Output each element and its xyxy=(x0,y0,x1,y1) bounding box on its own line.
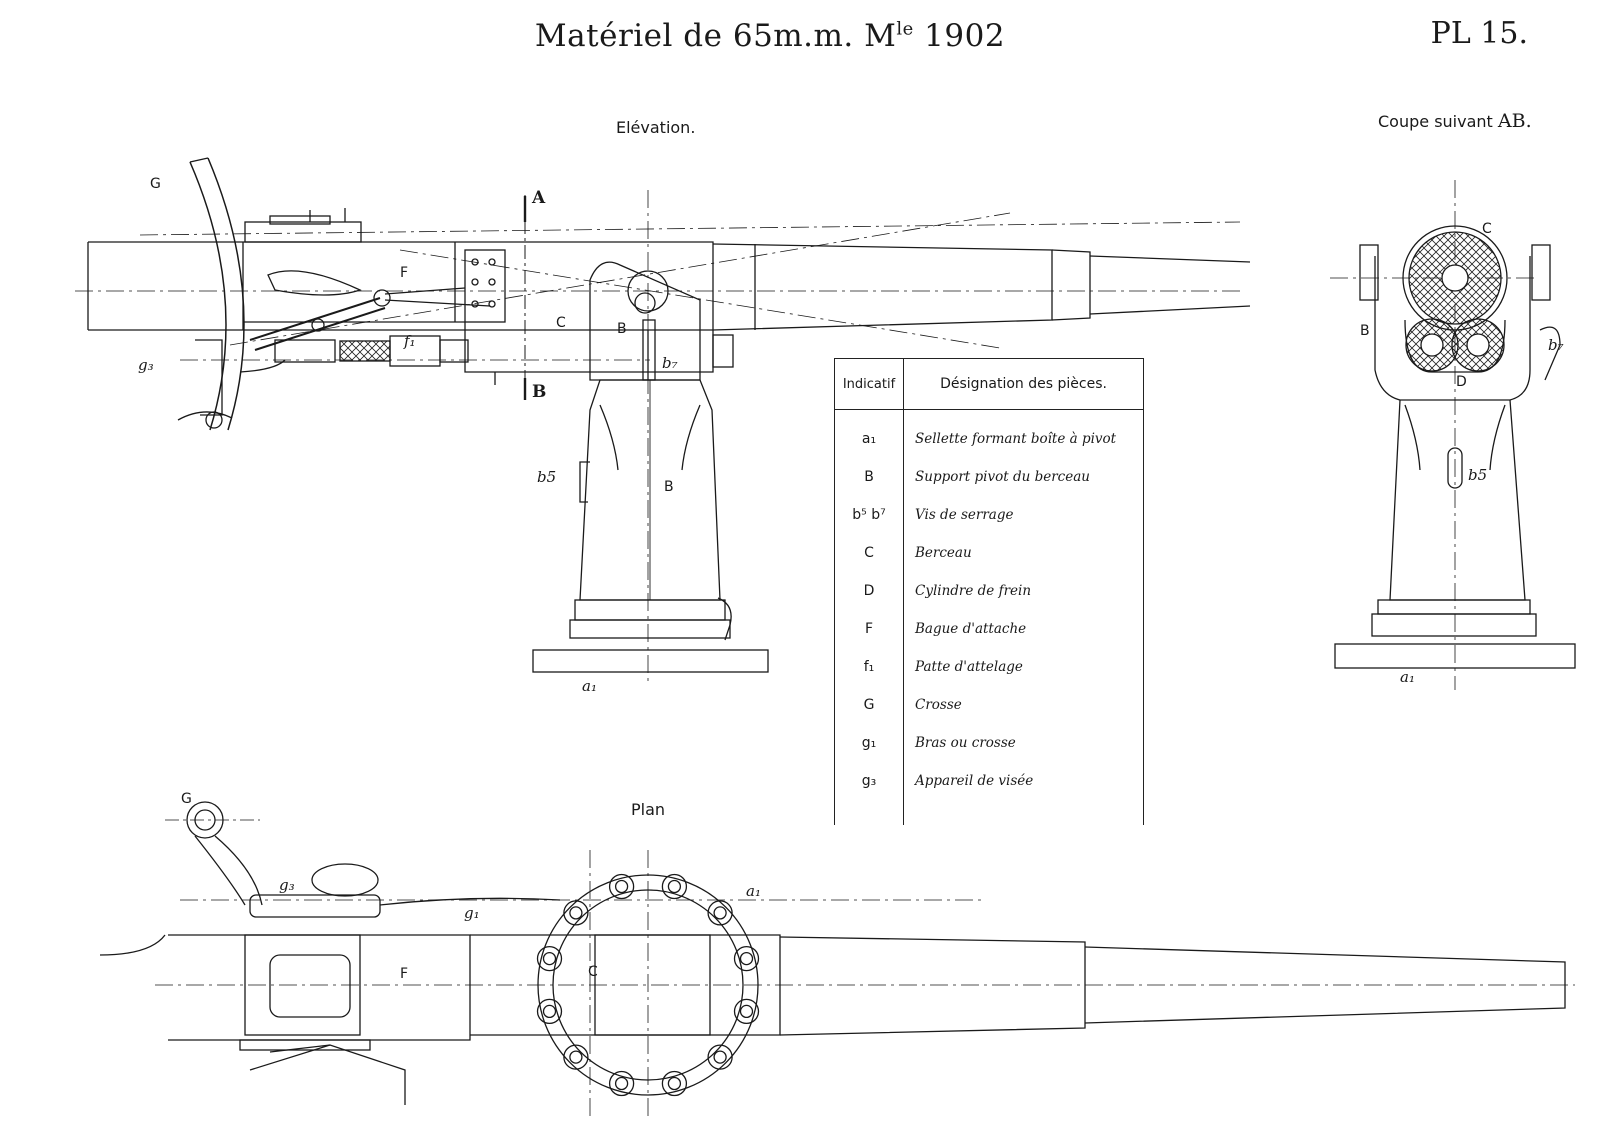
legend-key: a₁ xyxy=(861,431,877,447)
legend-row: G Crosse xyxy=(835,686,1143,724)
bolt-circle xyxy=(667,879,682,894)
elev-label-G: G xyxy=(150,176,161,192)
bolt-circle xyxy=(536,945,563,972)
legend-desc: Patte d'attelage xyxy=(915,659,1023,675)
bolt-circle xyxy=(608,873,635,900)
sec-label-a1: a₁ xyxy=(1400,668,1415,686)
bolt-circle xyxy=(667,1076,682,1091)
legend-row: b⁵ b⁷ Vis de serrage xyxy=(835,496,1143,534)
elev-label-b5: b5 xyxy=(537,468,557,486)
elev-label-A: A xyxy=(532,188,546,208)
bolt-circle xyxy=(614,1076,629,1091)
legend-row: C Berceau xyxy=(835,534,1143,572)
legend-key: g₁ xyxy=(861,735,877,751)
sec-label-C: C xyxy=(1482,221,1492,237)
legend-desc: Crosse xyxy=(915,697,962,713)
sec-label-B: B xyxy=(1360,323,1370,339)
legend-key: F xyxy=(864,621,874,637)
legend-key: C xyxy=(864,545,874,561)
pivot-bolts xyxy=(536,873,760,1097)
bolt-circle xyxy=(569,906,583,920)
section-view xyxy=(1330,180,1576,690)
section-title: Coupe suivant AB. xyxy=(1378,110,1532,132)
bolt-circle xyxy=(733,998,760,1025)
legend-key: g₃ xyxy=(861,773,877,789)
parts-legend-table: Indicatif Désignation des pièces. a₁ Sell… xyxy=(834,358,1144,825)
elev-label-B-cut: B xyxy=(532,382,547,402)
elev-label-B-support: B xyxy=(664,479,674,495)
legend-key: f₁ xyxy=(863,659,875,675)
plan-label-F: F xyxy=(400,966,409,982)
legend-desc: Cylindre de frein xyxy=(915,583,1032,599)
elevation-view xyxy=(75,157,1251,685)
bolt-circle xyxy=(739,1004,754,1019)
bolt-circle xyxy=(608,1070,635,1097)
legend-desc: Appareil de visée xyxy=(915,773,1034,789)
legend-desc: Vis de serrage xyxy=(915,507,1014,523)
title-text: Matériel de 65m.m. M xyxy=(534,18,897,54)
legend-key: b⁵ b⁷ xyxy=(852,507,886,523)
legend-row: f₁ Patte d'attelage xyxy=(835,648,1143,686)
bolt-circle xyxy=(542,1004,557,1019)
legend-col-key: Indicatif xyxy=(835,359,904,409)
plan-label-g1: g₁ xyxy=(464,904,480,922)
bolt-circle xyxy=(542,951,557,966)
bolt-circle xyxy=(563,900,589,926)
bolt-circle xyxy=(536,998,563,1025)
legend-col-desc: Désignation des pièces. xyxy=(940,376,1107,392)
legend-key: B xyxy=(864,469,874,485)
bolt-circle xyxy=(569,1050,583,1064)
legend-desc: Berceau xyxy=(915,545,972,561)
section-title-text: Coupe suivant xyxy=(1378,112,1493,131)
title-sup: le xyxy=(896,18,914,40)
legend-row: g₁ Bras ou crosse xyxy=(835,724,1143,762)
plan-title: Plan xyxy=(631,800,666,819)
bolt-circle xyxy=(661,1070,688,1097)
bolt-circle xyxy=(707,900,733,926)
bolt-circle xyxy=(707,1044,733,1070)
elev-label-B-cradle: B xyxy=(617,321,627,337)
section-title-ref: AB. xyxy=(1497,110,1532,132)
drawing-title: Matériel de 65m.m. Mle 1902 xyxy=(0,18,1600,54)
plate-number: PL 15. xyxy=(1430,16,1528,51)
plan-view xyxy=(99,801,1575,1120)
plan-label-C: C xyxy=(588,964,598,980)
elev-label-F: F xyxy=(400,265,409,281)
legend-row: D Cylindre de frein xyxy=(835,572,1143,610)
elev-label-f1: f₁ xyxy=(404,332,416,350)
elevation-title: Elévation. xyxy=(616,118,696,137)
bolt-circle xyxy=(713,906,727,920)
bolt-circle xyxy=(661,873,688,900)
legend-desc: Support pivot du berceau xyxy=(915,469,1090,485)
legend-desc: Bras ou crosse xyxy=(915,735,1016,751)
sec-label-b5: b5 xyxy=(1468,466,1488,484)
plan-label-G: G xyxy=(181,791,192,807)
legend-row: g₃ Appareil de visée xyxy=(835,762,1143,800)
legend-row: F Bague d'attache xyxy=(835,610,1143,648)
sec-label-D: D xyxy=(1456,374,1467,390)
title-year: 1902 xyxy=(913,18,1006,54)
sec-label-b7: b₇ xyxy=(1548,336,1564,354)
bolt-circle xyxy=(713,1050,727,1064)
elev-label-g3: g₃ xyxy=(138,356,154,374)
legend-header: Indicatif Désignation des pièces. xyxy=(835,359,1143,410)
elev-label-a1: a₁ xyxy=(582,677,597,695)
legend-row: B Support pivot du berceau xyxy=(835,458,1143,496)
bolt-circle xyxy=(563,1044,589,1070)
legend-row: a₁ Sellette formant boîte à pivot xyxy=(835,420,1143,458)
plan-label-a1: a₁ xyxy=(746,882,761,900)
legend-key: D xyxy=(863,583,875,599)
bolt-circle xyxy=(614,879,629,894)
legend-key: G xyxy=(863,697,875,713)
elev-label-b7: b₇ xyxy=(662,354,678,372)
bolt-circle xyxy=(739,951,754,966)
legend-desc: Bague d'attache xyxy=(915,621,1027,637)
bolt-circle xyxy=(733,945,760,972)
elev-label-C: C xyxy=(556,315,566,331)
plan-label-g3: g₃ xyxy=(279,876,295,894)
legend-desc: Sellette formant boîte à pivot xyxy=(915,431,1117,447)
